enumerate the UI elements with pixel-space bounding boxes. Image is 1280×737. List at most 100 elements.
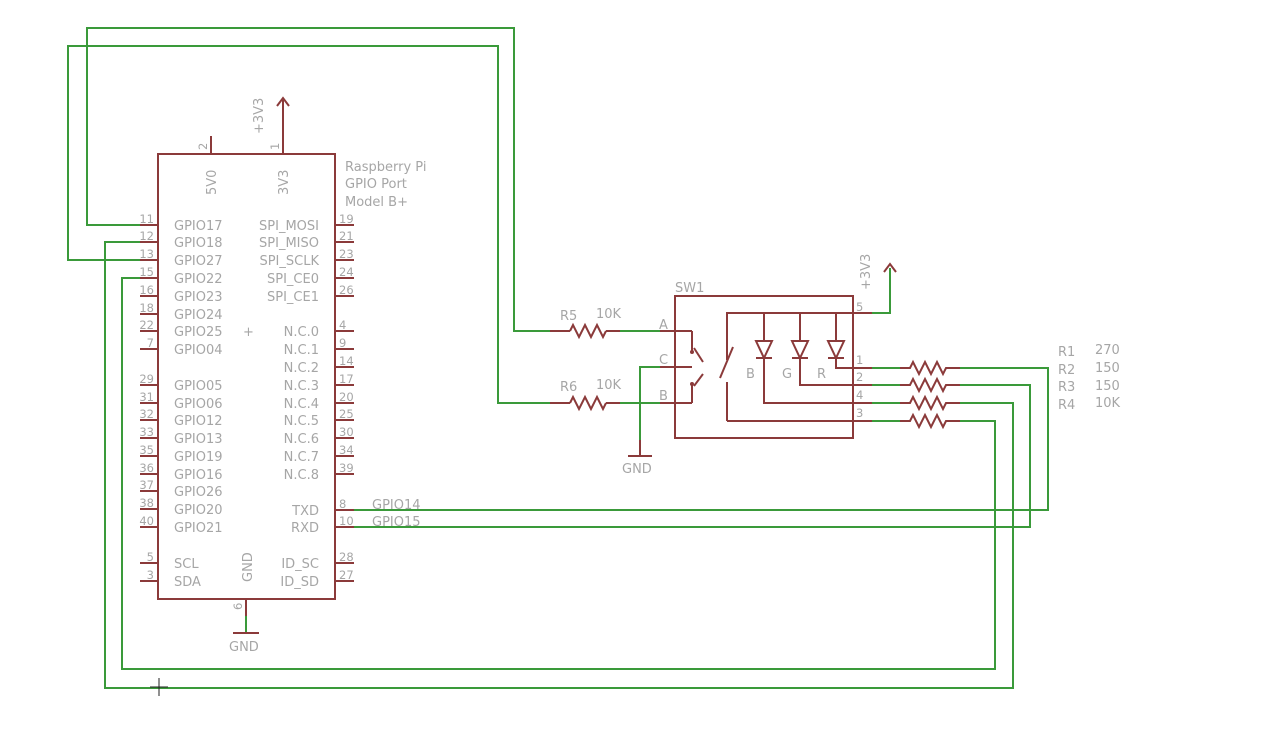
rpi-right-pin-name: SPI_CE0 <box>267 272 319 287</box>
rpi-right-pin-name: N.C.2 <box>284 361 319 376</box>
r1-value: 270 <box>1095 343 1120 358</box>
rpi-right-pin-number: 19 <box>339 212 354 226</box>
sw1-supply-arrow-icon <box>883 262 897 273</box>
sw1-pin-c-label: C <box>659 353 668 368</box>
rpi-left-pin-number: 11 <box>139 212 154 226</box>
net-label-gpio15: GPIO15 <box>372 515 421 530</box>
sw1-gnd-label: GND <box>622 462 652 477</box>
rpi-left-pin-name: GPIO05 <box>174 379 223 394</box>
rpi-left-pin-name: GPIO26 <box>174 485 223 500</box>
rpi-left-pin-name: SCL <box>174 557 199 572</box>
rpi-right-pin-number: 26 <box>339 283 354 297</box>
rpi-left-pin-number: 40 <box>139 514 154 528</box>
rpi-left-pin-name: GPIO18 <box>174 236 223 251</box>
rpi-right-pin-name: N.C.8 <box>284 468 319 483</box>
rpi-right-pin-number: 9 <box>339 336 346 350</box>
rpi-right-pin-name: RXD <box>291 521 319 536</box>
led-b-lead-bottom <box>763 358 853 404</box>
sw1-lever2-icon <box>693 373 704 387</box>
rpi-right-pin: 4N.C.0 <box>284 318 354 340</box>
rpi-right-pin: 25N.C.5 <box>284 407 354 429</box>
sw1-lever-icon <box>693 347 704 363</box>
rpi-name-line2: GPIO Port <box>345 177 407 192</box>
rpi-right-pin-number: 24 <box>339 265 354 279</box>
rpi-supply-arrow-icon <box>276 96 290 107</box>
rpi-left-pin-number: 35 <box>139 443 154 457</box>
rpi-left-pin-number: 15 <box>139 265 154 279</box>
rpi-right-pin-name: N.C.6 <box>284 432 319 447</box>
rpi-left-pin-number: 22 <box>139 318 154 332</box>
r2-zigzag-icon <box>900 376 960 394</box>
rpi-left-pin-name: GPIO22 <box>174 272 223 287</box>
sw1-pin2-label: 2 <box>856 370 863 384</box>
rpi-left-pin-number: 36 <box>139 461 154 475</box>
sw1-name: SW1 <box>675 281 704 296</box>
rpi-right-pin: 34N.C.7 <box>284 443 354 465</box>
net-gpio22-r4 <box>121 277 996 670</box>
sw1-pin1-label: 1 <box>856 353 863 367</box>
sw1-pin3-label: 3 <box>856 406 863 420</box>
rpi-left-pin-name: GPIO27 <box>174 254 223 269</box>
rpi-right-pin: 20N.C.4 <box>284 390 354 412</box>
resistor-r3 <box>900 394 960 412</box>
rpi-plus-mark: + <box>243 325 254 340</box>
rpi-left-pin-number: 13 <box>139 247 154 261</box>
resistor-r5: R5 10K <box>550 307 622 340</box>
led-g-diode-icon <box>790 340 810 361</box>
rpi-gnd-label: GND <box>229 640 259 655</box>
rpi-right-pin-name: SPI_MOSI <box>259 219 319 234</box>
rpi-right-pin-name: SPI_MISO <box>259 236 319 251</box>
led-r-diode-icon <box>826 340 846 361</box>
rpi-right-pin-number: 28 <box>339 550 354 564</box>
rpi-left-pin-name: GPIO12 <box>174 414 223 429</box>
r5-name: R5 <box>560 309 577 324</box>
rpi-right-pin-number: 23 <box>339 247 354 261</box>
r1-name: R1 <box>1058 345 1075 360</box>
rpi-right-pin-number: 4 <box>339 318 346 332</box>
r3-name: R3 <box>1058 380 1075 395</box>
rpi-right-pin-number: 30 <box>339 425 354 439</box>
rpi-right-pin-name: N.C.4 <box>284 397 319 412</box>
r6-value: 10K <box>596 378 622 393</box>
r4-name: R4 <box>1058 398 1075 413</box>
r2-name: R2 <box>1058 363 1075 378</box>
r5-zigzag-icon <box>569 322 607 340</box>
rpi-left-pin-name: SDA <box>174 575 201 590</box>
r3-zigzag-icon <box>900 394 960 412</box>
rpi-left-pin-name: GPIO19 <box>174 450 223 465</box>
rpi-right-pin-number: 39 <box>339 461 354 475</box>
rpi-name-line3: Model B+ <box>345 195 408 210</box>
r4-zigzag-icon <box>900 412 960 430</box>
led-b-label: B <box>746 367 755 382</box>
rpi-right-pin-number: 14 <box>339 354 354 368</box>
rpi-right-pin-name: N.C.1 <box>284 343 319 358</box>
rpi-top-pin1-num: 2 <box>196 143 210 150</box>
rpi-right-pin-number: 20 <box>339 390 354 404</box>
net-gpio18-r3 <box>104 241 1014 689</box>
rpi-left-pin-number: 3 <box>147 568 154 582</box>
rpi-left-pin-name: GPIO21 <box>174 521 223 536</box>
rpi-left-pin-name: GPIO25 <box>174 325 223 340</box>
net-gpio15-r2 <box>354 384 1031 528</box>
r5-value: 10K <box>596 307 622 322</box>
r4-value: 10K <box>1095 396 1121 411</box>
rpi-right-pin-number: 8 <box>339 497 346 511</box>
